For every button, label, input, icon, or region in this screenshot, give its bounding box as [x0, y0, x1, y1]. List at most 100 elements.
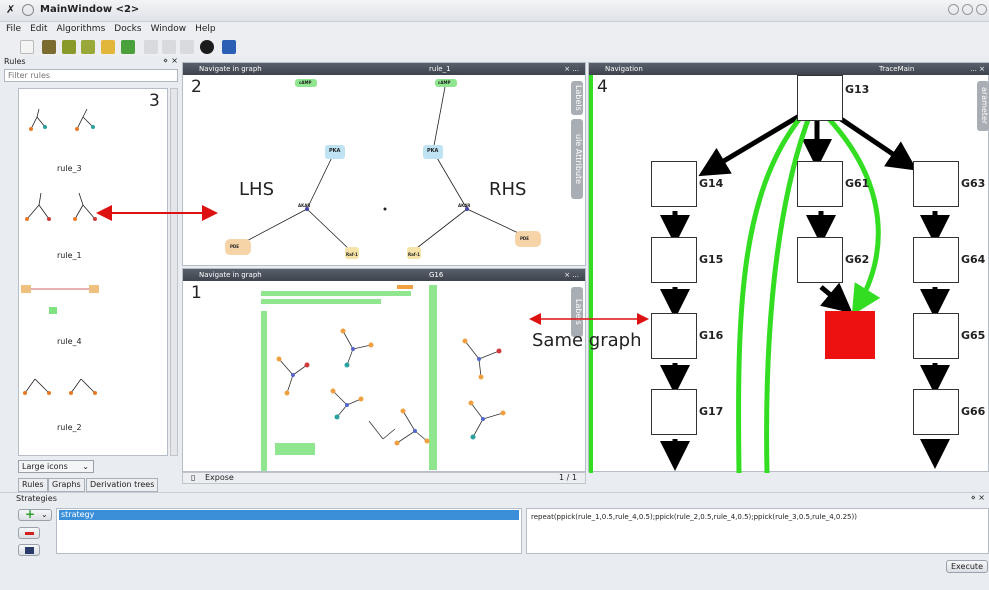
- node-g16[interactable]: [651, 313, 697, 359]
- rule-item-label[interactable]: rule_3: [57, 164, 82, 173]
- strategy-item-selected[interactable]: strategy: [59, 510, 519, 520]
- rule-view-panel: Navigate in graph rule_1 × ... cAMP cAMP…: [182, 62, 586, 266]
- side-tab-labels[interactable]: Labels: [571, 81, 583, 115]
- dock-close-icon[interactable]: ⋄ ×: [970, 493, 985, 502]
- expose-button[interactable]: Expose: [205, 473, 234, 482]
- add-strategy-button[interactable]: +⌄: [18, 507, 52, 521]
- rules-dock-title: Rules: [4, 57, 26, 66]
- annotation-same-graph: Same graph: [532, 330, 642, 351]
- node-g65[interactable]: [913, 313, 959, 359]
- annotation-number-3: 3: [149, 91, 160, 111]
- node-pka[interactable]: [325, 145, 345, 159]
- node-label-g15: G15: [699, 253, 724, 266]
- execute-button[interactable]: Execute: [946, 560, 988, 573]
- navigation-header: Navigation TraceMain ... ×: [589, 63, 989, 75]
- close-icon[interactable]: × ...: [564, 271, 579, 279]
- menu-docks[interactable]: Docks: [114, 24, 142, 34]
- navigation-tab[interactable]: TraceMain: [879, 65, 915, 73]
- graph-view-footer: ▯ Expose 1 / 1: [182, 472, 586, 484]
- node-label-g64: G64: [961, 253, 986, 266]
- strategy-expression: repeat(ppick(rule_1,0.5,rule_4,0.5);ppic…: [531, 513, 857, 521]
- rules-filter-input[interactable]: [4, 69, 178, 82]
- red-node[interactable]: [825, 311, 875, 359]
- dock-close-icon[interactable]: ×: [171, 56, 178, 65]
- tab-rules[interactable]: Rules: [18, 478, 48, 492]
- menu-help[interactable]: Help: [195, 24, 216, 34]
- copy-icon[interactable]: [144, 40, 158, 54]
- plus-icon: +: [25, 507, 36, 521]
- node-g64[interactable]: [913, 237, 959, 283]
- annotation-number-4: 4: [597, 77, 608, 97]
- paste-icon[interactable]: [180, 40, 194, 54]
- node-camp[interactable]: [295, 79, 317, 87]
- side-tab-attributes[interactable]: ule Attribute: [571, 119, 583, 199]
- rule-item-label[interactable]: rule_2: [57, 423, 82, 432]
- maximize-icon[interactable]: [962, 4, 973, 15]
- strategy-editor[interactable]: repeat(ppick(rule_1,0.5,rule_4,0.5);ppic…: [526, 508, 989, 554]
- menu-edit[interactable]: Edit: [30, 24, 48, 34]
- derivation-tree-canvas[interactable]: [589, 75, 989, 473]
- remove-strategy-button[interactable]: [18, 527, 40, 539]
- node-pka[interactable]: [423, 145, 443, 159]
- node-pde[interactable]: [515, 231, 541, 247]
- dock-float-icon[interactable]: ⋄: [162, 56, 168, 65]
- rule-thumb-rule_1[interactable]: [25, 192, 97, 221]
- rule-thumb-rule_2[interactable]: [23, 378, 97, 395]
- rule-item-label[interactable]: rule_1: [57, 251, 82, 260]
- node-g61[interactable]: [797, 161, 843, 207]
- save-icon[interactable]: [62, 40, 76, 54]
- rule-view-tab[interactable]: rule_1: [429, 65, 451, 73]
- node-g66[interactable]: [913, 389, 959, 435]
- node-label-g16: G16: [699, 329, 724, 342]
- view-mode-select[interactable]: Large icons⌄: [18, 460, 94, 473]
- rules-scrollbar[interactable]: [170, 88, 178, 456]
- graph-view-tab[interactable]: G16: [429, 271, 444, 279]
- node-label-g61: G61: [845, 177, 870, 190]
- node-raf[interactable]: [407, 247, 421, 259]
- close-icon[interactable]: × ...: [564, 65, 579, 73]
- info-icon[interactable]: [222, 40, 236, 54]
- node-camp[interactable]: [435, 79, 457, 87]
- node-label: AKAR: [458, 203, 471, 208]
- menu-bar: File Edit Algorithms Docks Window Help: [0, 22, 989, 38]
- node-label-g63: G63: [961, 177, 986, 190]
- annotation-number-1: 1: [191, 283, 202, 303]
- close-icon[interactable]: ... ×: [970, 65, 985, 73]
- window-menu-icon[interactable]: [22, 4, 34, 16]
- close-icon[interactable]: [976, 4, 987, 15]
- new-file-icon[interactable]: [20, 40, 34, 54]
- node-g15[interactable]: [651, 237, 697, 283]
- graph-canvas[interactable]: [183, 281, 587, 471]
- node-label: PDE: [520, 236, 529, 241]
- menu-file[interactable]: File: [6, 24, 22, 34]
- tab-graphs[interactable]: Graphs: [48, 478, 85, 492]
- pager: 1 / 1: [559, 473, 577, 482]
- node-g17[interactable]: [651, 389, 697, 435]
- save-as-icon[interactable]: [81, 40, 95, 54]
- rule-graph-canvas[interactable]: [183, 75, 587, 265]
- rule-thumb-rule_4[interactable]: [21, 285, 99, 314]
- rules-dock-header: Rules ⋄ ×: [2, 56, 180, 68]
- undo-icon[interactable]: [101, 40, 115, 54]
- cut-icon[interactable]: [162, 40, 176, 54]
- node-raf[interactable]: [345, 247, 359, 259]
- rule-item-label[interactable]: rule_4: [57, 337, 82, 346]
- side-tab-parameters[interactable]: arameter: [977, 81, 989, 131]
- highlight-bar: [589, 75, 593, 473]
- node-g62[interactable]: [797, 237, 843, 283]
- open-icon[interactable]: [42, 40, 56, 54]
- redo-icon[interactable]: [121, 40, 135, 54]
- node-g63[interactable]: [913, 161, 959, 207]
- node-g14[interactable]: [651, 161, 697, 207]
- rule-thumb-rule_3[interactable]: [29, 108, 95, 131]
- menu-window[interactable]: Window: [150, 24, 187, 34]
- save-strategy-button[interactable]: [18, 544, 40, 556]
- record-icon[interactable]: [200, 40, 214, 54]
- node-label-g14: G14: [699, 177, 724, 190]
- tab-derivation-trees[interactable]: Derivation trees: [86, 478, 159, 492]
- menu-algorithms[interactable]: Algorithms: [56, 24, 106, 34]
- minimize-icon[interactable]: [948, 4, 959, 15]
- node-label-g66: G66: [961, 405, 986, 418]
- node-g13[interactable]: [797, 75, 843, 121]
- node-pde[interactable]: [225, 239, 251, 255]
